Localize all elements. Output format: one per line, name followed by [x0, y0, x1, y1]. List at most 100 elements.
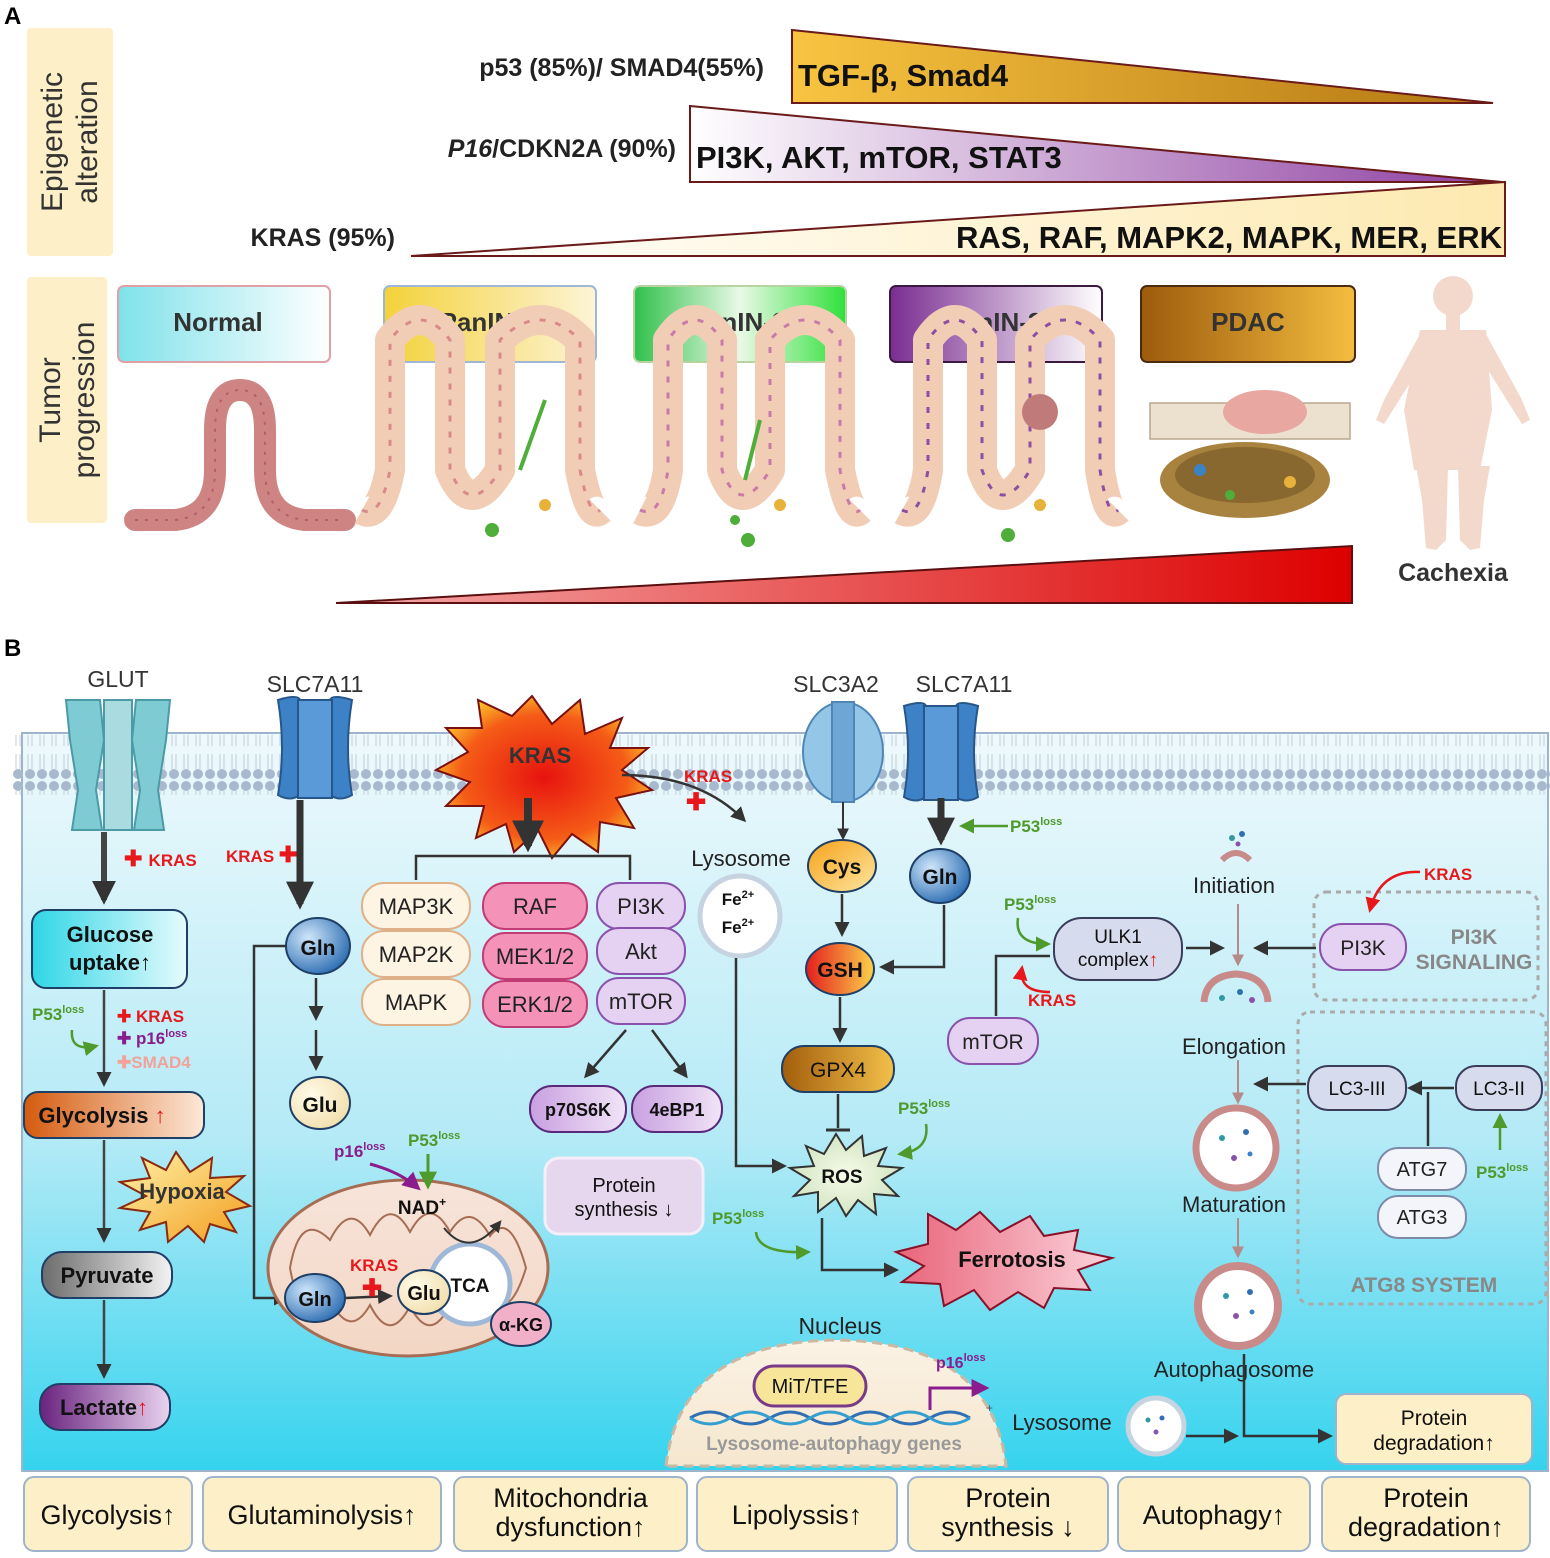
summary-box-5-line1: Autophagy↑ [1143, 1500, 1286, 1530]
wedge-ras [410, 180, 1506, 257]
lactate-label: Lactate↑ [60, 1395, 148, 1420]
kras-to-lysosome-arrow [621, 773, 747, 823]
kras-mito-label: KRAS [350, 1256, 398, 1275]
tumor-sidebar [27, 277, 107, 523]
ros-to-ferrotosis-arrow [820, 1218, 899, 1278]
p53-loss-gln-label: P53loss [1010, 816, 1062, 836]
slc3a2-label: SLC3A2 [793, 671, 879, 697]
glu-node-top [289, 1076, 351, 1130]
summary-box-4-line2: synthesis ↓ [941, 1512, 1075, 1542]
summary-box-3 [696, 1476, 898, 1552]
lysosome-bottom-icon [1125, 1395, 1187, 1457]
summary-box-6-line2: degradation↑ [1348, 1512, 1504, 1542]
p16-loss-nucleus-label: p16loss [936, 1352, 986, 1372]
glycolysis-label: Glycolysis ↑ [38, 1103, 165, 1128]
kras-lysosome-label: KRAS [684, 767, 732, 786]
cachexia-label: Cachexia [1398, 559, 1509, 587]
atg8-system-box [1296, 1010, 1548, 1306]
gene-label-p16: P16/CDKN2A (90%) [448, 135, 676, 163]
normal-duct-illustration [124, 378, 356, 531]
summary-box-4-line1: Protein [965, 1483, 1051, 1513]
gln-mito-label: Gln [298, 1289, 331, 1311]
panel-b: B GLUT SLC7A11 SLC3A2 SLC7A11 [4, 635, 1550, 1552]
mek-label: MEK1/2 [496, 944, 574, 969]
summary-box-2-line1: Mitochondria [493, 1483, 649, 1513]
summary-box-2 [453, 1476, 688, 1552]
cys-node [807, 839, 877, 893]
ferrotosis-label: Ferrotosis [958, 1247, 1066, 1272]
p16-loss-nucleus-arrow [928, 1379, 990, 1410]
kras-branch-bracket [414, 854, 632, 880]
slc7a11-left-label: SLC7A11 [267, 671, 364, 697]
erk-node [482, 980, 588, 1028]
glucose-uptake-line2: uptake↑ [69, 950, 151, 975]
stage-label-pdac: PDAC [1211, 307, 1285, 337]
gene-label-p53-smad4: p53 (85%)/ SMAD4(55%) [479, 54, 764, 82]
stage-box-pdac [1140, 285, 1356, 363]
pi3k-signaling-label-2: SIGNALING [1416, 951, 1533, 974]
mtor-label: mTOR [609, 989, 673, 1014]
kras-mito-plus: ✚ [362, 1275, 382, 1302]
gln-to-gsh-arrow [879, 905, 946, 975]
pi3k-column: PI3K Akt mTOR [596, 882, 686, 1025]
mtor-node [596, 977, 686, 1025]
gln-top-label: Gln [301, 937, 336, 960]
pi3k-autophagy-node [1319, 923, 1407, 971]
mtor-to-p70s6k-arrow [584, 1029, 627, 1079]
map2k-node [361, 930, 471, 978]
stage-box-normal [117, 285, 331, 363]
atg7-label: ATG7 [1397, 1159, 1448, 1181]
pdac-illustration [1149, 390, 1351, 518]
atg8-system-label: ATG8 SYSTEM [1351, 1274, 1498, 1297]
wedge-tgf-beta [791, 28, 1494, 104]
ulk1-line2: complex↑ [1078, 950, 1158, 971]
gln-right-label: Gln [923, 866, 958, 889]
tumor-sidebar-label-1: Tumor [34, 357, 67, 443]
cachexia-body-illustration [1376, 276, 1530, 550]
p53-loss-ferrotosis-label: P53loss [712, 1208, 764, 1228]
p70s6k-node [529, 1085, 627, 1133]
dna-strand-2 [689, 1410, 971, 1426]
maturation-label: Maturation [1182, 1192, 1286, 1217]
p70s6k-label: p70S6K [545, 1100, 611, 1120]
summary-box-0 [23, 1476, 193, 1552]
raf-node [482, 882, 588, 930]
stage-box-panin-2 [633, 285, 847, 363]
p53-loss-ros-label: P53loss [898, 1098, 950, 1118]
glut-label: GLUT [87, 666, 148, 692]
raf-label: RAF [513, 894, 557, 919]
maturation-vesicle-icon [1192, 1104, 1280, 1192]
cys-label: Cys [823, 856, 862, 879]
p53-loss-ferrotosis-arrow [754, 1231, 811, 1260]
kras-burst-label: KRAS [509, 743, 571, 768]
protein-synthesis-box [543, 1156, 705, 1236]
wedge-pi3k-label: PI3K, AKT, mTOR, STAT3 [696, 140, 1062, 175]
pi3k-signaling-box [1312, 890, 1540, 1002]
stage-label-normal: Normal [173, 307, 263, 337]
nad-label: NAD+ [398, 1195, 446, 1219]
tca-label: TCA [450, 1276, 489, 1297]
slc7a11-right-label: SLC7A11 [916, 671, 1013, 697]
nad-arrow [443, 1220, 502, 1244]
wedge-pi3k [689, 104, 1503, 183]
mapk-node [361, 978, 471, 1026]
glucose-uptake-box [31, 909, 188, 989]
kras-burst-icon [433, 694, 655, 860]
epigenetic-sidebar-label-2: alteration [71, 80, 104, 203]
glut-transporter-icon [64, 699, 172, 831]
epigenetic-sidebar [27, 28, 113, 256]
gln-to-glu-mito-arrow [345, 1289, 393, 1305]
mit-tfe-node [752, 1364, 868, 1408]
gpx4-label: GPX4 [810, 1059, 866, 1082]
summary-box-5 [1117, 1476, 1311, 1552]
lysosome-iron-icon [697, 873, 783, 959]
autophagosome-to-degradation-arrow [1242, 1354, 1333, 1444]
kras-pi3k-label: KRAS [1424, 865, 1472, 884]
kras-plus-glycolysis: ✚ KRAS [117, 1007, 184, 1026]
panin-3-illustration [894, 305, 1131, 542]
slc7a11-left-transporter-icon [276, 696, 354, 800]
akt-label: Akt [625, 939, 657, 964]
glu-mito-label: Glu [407, 1283, 440, 1305]
4ebp1-label: 4eBP1 [649, 1100, 704, 1120]
